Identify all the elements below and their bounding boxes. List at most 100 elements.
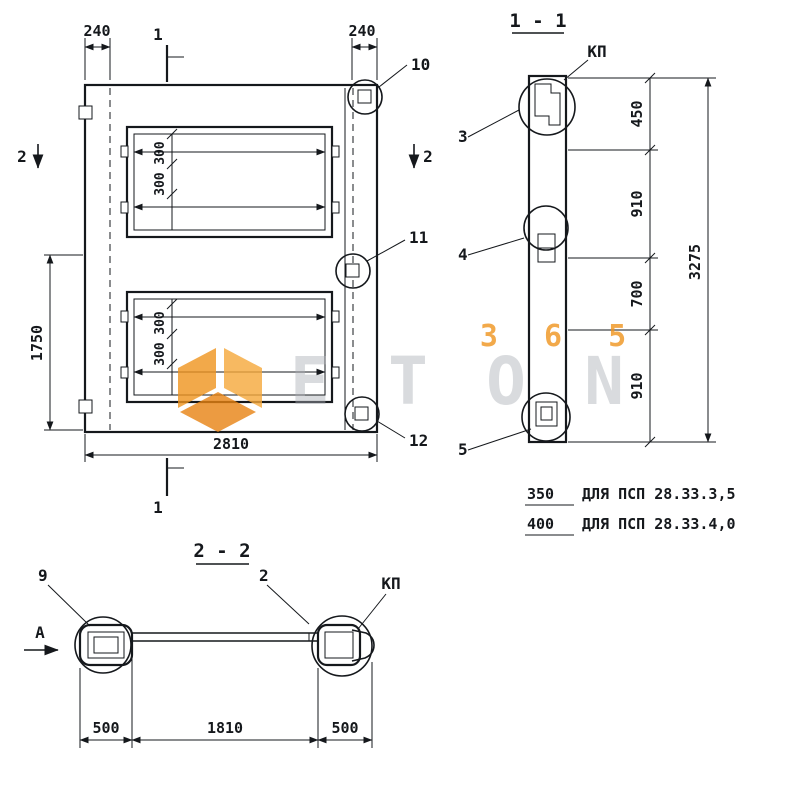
left-block-outline xyxy=(78,623,134,667)
section-mark-2-right: 2 xyxy=(408,144,433,169)
kp-label-section-1: КП xyxy=(587,42,606,61)
right-block-outline xyxy=(316,623,362,667)
leader-line xyxy=(378,64,408,88)
callout-2-label: 2 xyxy=(259,566,269,585)
opening-2-tab xyxy=(120,366,129,379)
opening-1-dim-300-a: 300 xyxy=(153,141,168,165)
cube-right-face xyxy=(224,348,262,408)
section-2-2-title: 2 - 2 xyxy=(193,540,250,562)
leader-line xyxy=(376,420,406,439)
callout-11: 11 xyxy=(335,228,428,289)
opening-2-inner-outline xyxy=(133,298,326,396)
watermark-digits: 3 6 5 xyxy=(480,319,640,354)
left-block-inner xyxy=(87,631,125,659)
left-block-void xyxy=(93,636,119,654)
detail-circle-4 xyxy=(523,205,569,251)
callout-5-label: 5 xyxy=(458,440,468,459)
dim-tick xyxy=(644,144,656,156)
section-2-2-left-block xyxy=(74,616,134,674)
dim-tick xyxy=(644,324,656,336)
dim-total-label: 3275 xyxy=(686,244,704,280)
dim-tick xyxy=(166,298,178,310)
dim-240-left-label: 240 xyxy=(83,22,110,40)
dim-tick xyxy=(644,252,656,264)
kp-label-section-2: КП xyxy=(381,574,400,593)
callout-12-label: 12 xyxy=(409,431,428,450)
anchor-square-right-bottom xyxy=(354,406,369,421)
opening-2-tab xyxy=(331,310,340,323)
dim-tick xyxy=(166,328,178,340)
dim-910-bottom-label: 910 xyxy=(628,372,646,399)
dim-tick xyxy=(166,158,178,170)
leader-line xyxy=(266,584,310,625)
leader-line xyxy=(467,428,532,451)
callout-circle-12 xyxy=(344,396,380,432)
dim-500-right-label: 500 xyxy=(331,719,358,737)
opening-1-outline xyxy=(125,125,334,239)
callout-10: 10 xyxy=(347,55,430,115)
section-mark-2-left: 2 xyxy=(17,144,44,169)
section-mark-1-top: 1 xyxy=(153,25,184,82)
note-2-value: 400 xyxy=(527,515,554,533)
dim-tick xyxy=(166,358,178,370)
dim-1810-label: 1810 xyxy=(207,719,243,737)
cube-left-face xyxy=(178,348,216,408)
section-1-1-notes: 350 ДЛЯ ПСП 28.33.3,5 400 ДЛЯ ПСП 28.33.… xyxy=(525,485,736,536)
opening-1-dim-300-b: 300 xyxy=(153,172,168,196)
dim-1750-label: 1750 xyxy=(28,325,46,361)
section-1-label-top: 1 xyxy=(153,25,163,44)
kp-tab-profile xyxy=(351,629,375,662)
note-1-text: ДЛЯ ПСП 28.33.3,5 xyxy=(582,485,736,503)
callout-circle-10 xyxy=(347,79,383,115)
dim-700-label: 700 xyxy=(628,280,646,307)
dim-1750: 1750 xyxy=(28,254,83,431)
opening-2-tab xyxy=(120,310,129,323)
anchor-square-left-top xyxy=(78,105,93,120)
dim-450-label: 450 xyxy=(628,100,646,127)
note-1-value: 350 xyxy=(527,485,554,503)
section-1-label-bottom: 1 xyxy=(153,498,163,517)
plan-view: 300 300 300 300 240 xyxy=(17,22,433,517)
detail-circle-5 xyxy=(521,392,571,442)
section-1-1-chain-dims: 450 910 700 910 3275 xyxy=(568,72,716,448)
opening-2-tab xyxy=(331,366,340,379)
detail-circle-kp xyxy=(311,615,373,677)
dim-tick xyxy=(166,128,178,140)
callout-circle-11 xyxy=(335,253,371,289)
anchor-square-right-middle xyxy=(345,263,360,278)
leader-line xyxy=(47,584,91,627)
cube-bottom-face xyxy=(180,392,256,432)
callout-3-label: 3 xyxy=(458,127,468,146)
dim-910-top-label: 910 xyxy=(628,190,646,217)
watermark-brand: ETON xyxy=(290,343,642,420)
watermark: 3 6 5 ETON xyxy=(178,319,642,432)
dim-2810: 2810 xyxy=(84,434,378,462)
section-2-label-left: 2 xyxy=(17,147,27,166)
opening-1-tab xyxy=(120,145,129,158)
section-2-2-dims: 500 1810 500 xyxy=(79,646,373,748)
detail-5-channel xyxy=(535,401,558,427)
dim-tick xyxy=(166,188,178,200)
anchor-square-right-top xyxy=(357,89,372,104)
section-mark-1-bottom: 1 xyxy=(153,458,184,517)
section-1-1: 1 - 1 КП 3 4 5 xyxy=(458,10,736,536)
note-2-text: ДЛЯ ПСП 28.33.4,0 xyxy=(582,515,736,533)
opening-1-inner-outline xyxy=(133,133,326,231)
dim-tick xyxy=(644,72,656,84)
anchor-square-left-bottom xyxy=(78,399,93,414)
dim-240-right: 240 xyxy=(348,22,378,80)
leader-line xyxy=(563,59,589,81)
watermark-cube-logo xyxy=(178,348,262,432)
dim-2810-label: 2810 xyxy=(213,435,249,453)
leader-line xyxy=(467,237,525,256)
section-2-2: 2 - 2 9 2 КП А xyxy=(24,540,401,748)
opening-1: 300 300 xyxy=(120,125,340,239)
detail-5-void xyxy=(540,406,553,421)
opening-1-tab xyxy=(331,201,340,214)
leader-line xyxy=(366,239,406,262)
callout-12: 12 xyxy=(344,396,428,450)
right-block-inner xyxy=(324,631,354,659)
dim-500-left-label: 500 xyxy=(92,719,119,737)
